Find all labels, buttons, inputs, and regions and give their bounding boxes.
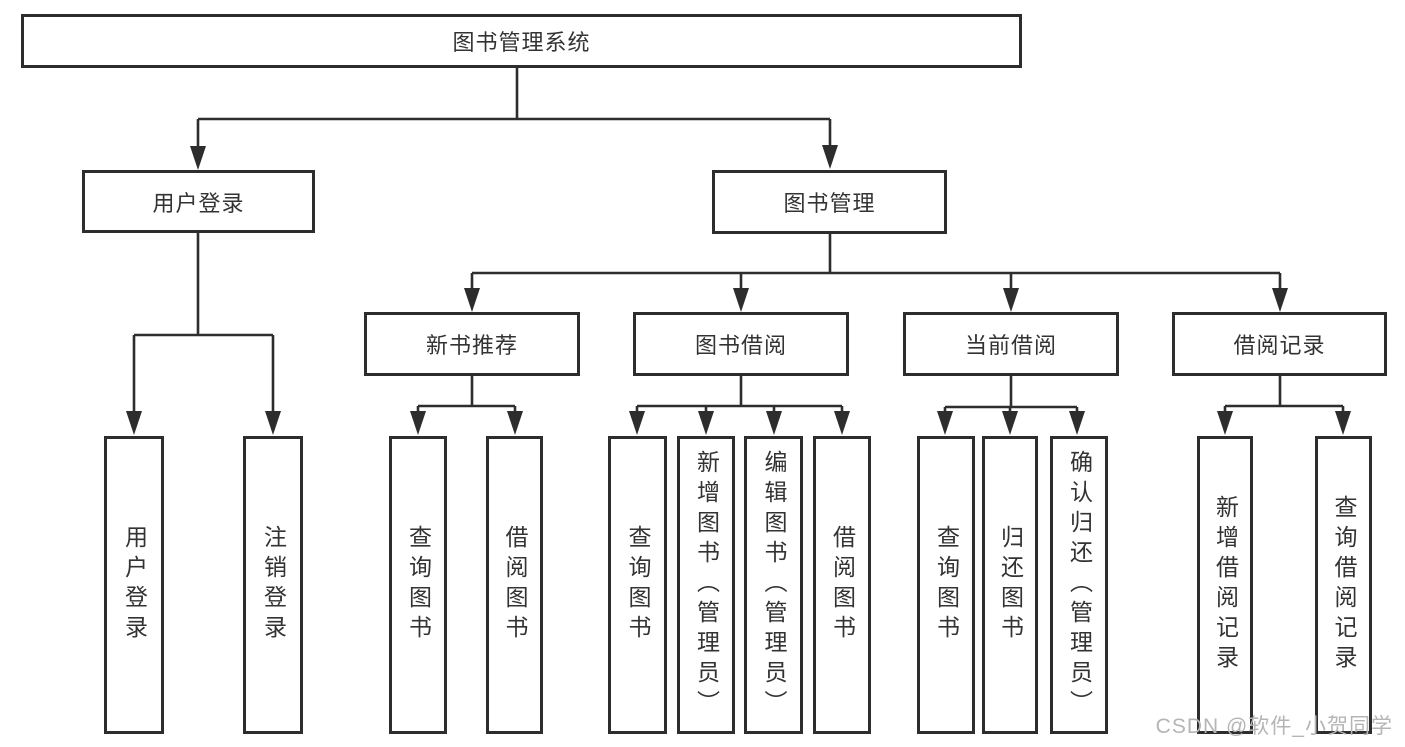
node-leaf-query-books-recommend: 查询图书	[389, 436, 447, 734]
node-branch-label: 用户登录	[152, 190, 245, 216]
node-root-library-system: 图书管理系统	[21, 14, 1022, 68]
node-leaf-query-books-borrow: 查询图书	[608, 436, 667, 734]
node-section-current-borrow: 当前借阅	[903, 312, 1119, 376]
node-leaf-query-books-current: 查询图书	[917, 436, 975, 734]
node-leaf-borrow-books-recommend: 借阅图书	[486, 436, 543, 734]
node-leaf-user-login: 用户登录	[104, 436, 164, 734]
connector-bookmgmt-to-sections	[470, 234, 1282, 290]
node-leaf-return-books: 归还图书	[982, 436, 1038, 734]
node-leaf-query-borrow-record: 查询借阅记录	[1315, 436, 1372, 734]
connector-records-to-leaves	[1223, 376, 1345, 413]
node-leaf-label: 归还图书	[997, 525, 1024, 645]
node-section-label: 图书借阅	[694, 333, 787, 358]
node-branch-user-login: 用户登录	[82, 170, 315, 233]
connector-userlogin-to-leaves	[132, 233, 275, 413]
node-leaf-label: 查询图书	[933, 525, 960, 645]
node-leaf-borrow-books: 借阅图书	[813, 436, 871, 734]
node-leaf-confirm-return-admin: 确认归还（管理员）	[1050, 436, 1108, 734]
node-section-label: 当前借阅	[964, 333, 1057, 358]
node-leaf-label: 新增图书（管理员）	[693, 450, 720, 720]
node-branch-label: 图书管理	[783, 191, 876, 216]
node-section-new-book-recommend: 新书推荐	[364, 312, 580, 376]
node-section-label: 借阅记录	[1233, 333, 1326, 358]
node-leaf-label: 借阅图书	[502, 525, 528, 645]
connector-newbook-to-leaves	[416, 376, 517, 413]
node-leaf-label: 用户登录	[121, 525, 148, 645]
node-section-label: 新书推荐	[425, 333, 518, 358]
connector-current-to-leaves	[943, 376, 1079, 413]
node-leaf-logout: 注销登录	[243, 436, 303, 734]
node-leaf-add-books-admin: 新增图书（管理员）	[677, 436, 735, 734]
node-leaf-label: 查询图书	[625, 525, 651, 645]
connector-borrow-to-leaves	[635, 376, 844, 413]
node-leaf-edit-books-admin: 编辑图书（管理员）	[744, 436, 803, 734]
node-leaf-label: 注销登录	[260, 525, 287, 645]
node-leaf-label: 查询图书	[405, 525, 432, 645]
node-leaf-label: 编辑图书（管理员）	[761, 450, 787, 720]
connector-root-to-branches	[196, 68, 832, 148]
node-section-borrow-records: 借阅记录	[1172, 312, 1387, 376]
node-leaf-label: 查询借阅记录	[1331, 495, 1357, 675]
node-root-label: 图书管理系统	[452, 30, 591, 55]
node-section-book-borrow: 图书借阅	[633, 312, 849, 376]
node-leaf-label: 新增借阅记录	[1212, 495, 1239, 675]
node-leaf-label: 确认归还（管理员）	[1066, 450, 1093, 720]
node-branch-book-management: 图书管理	[712, 170, 947, 234]
node-leaf-label: 借阅图书	[829, 525, 856, 645]
node-leaf-add-borrow-record: 新增借阅记录	[1197, 436, 1253, 734]
arrowheads	[126, 145, 1351, 435]
